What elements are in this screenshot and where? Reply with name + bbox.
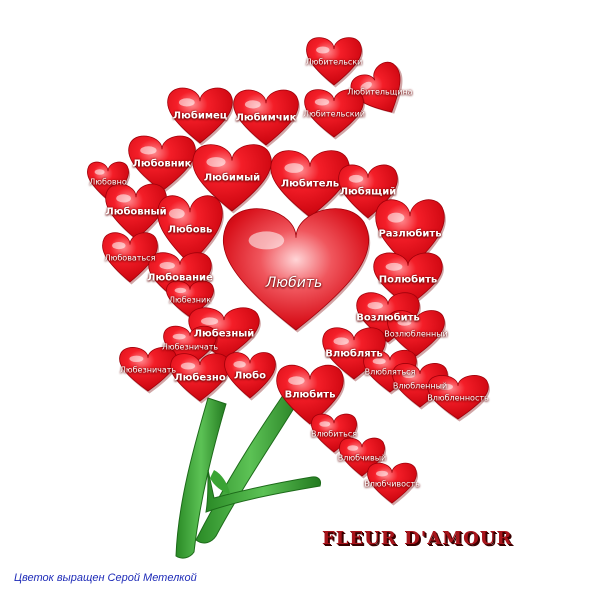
heart-lyubo xyxy=(224,352,278,401)
heart-vlyublyat xyxy=(322,327,387,382)
heart-lyubyashchiy xyxy=(338,164,399,221)
heart-razlyubit xyxy=(375,199,446,271)
flower-stem xyxy=(175,381,321,559)
heart-lyubov xyxy=(157,195,224,267)
hearts-cluster xyxy=(87,37,490,506)
heart-lyubimets xyxy=(167,87,234,146)
heart-lyubeznik xyxy=(166,280,216,320)
heart-lyubovnik xyxy=(128,135,197,194)
heart-lyubovnyy xyxy=(105,183,168,242)
heart-vlyubitsya xyxy=(311,413,359,455)
heart-lyubovanie xyxy=(148,252,213,305)
heart-lyubitelski xyxy=(306,37,364,88)
heart-vlyubchivost xyxy=(367,462,419,506)
heart-lyubitelskiy xyxy=(304,89,365,140)
heart-lyubeznichat-2 xyxy=(119,347,178,394)
heart-lyubezno xyxy=(170,353,231,404)
heart-vozlyublennyy xyxy=(387,310,446,359)
heart-lyubimchik xyxy=(233,89,300,148)
credit-caption: Цветок выращен Серой Метелкой xyxy=(14,572,197,584)
heart-vlyubchivyy xyxy=(339,437,387,479)
heart-lyubit-center xyxy=(222,208,371,333)
heart-lyubovno xyxy=(87,161,131,203)
heart-lyubovatsya xyxy=(102,232,160,285)
heart-vlyubit xyxy=(276,364,345,427)
fleur-damour-title: FLEUR D'AMOUR xyxy=(322,528,513,549)
heart-lyubimyy xyxy=(192,144,273,214)
heart-lyubeznyy xyxy=(188,307,261,362)
heart-lyubeznichat xyxy=(163,325,218,369)
heart-vlyublennost xyxy=(427,375,490,422)
